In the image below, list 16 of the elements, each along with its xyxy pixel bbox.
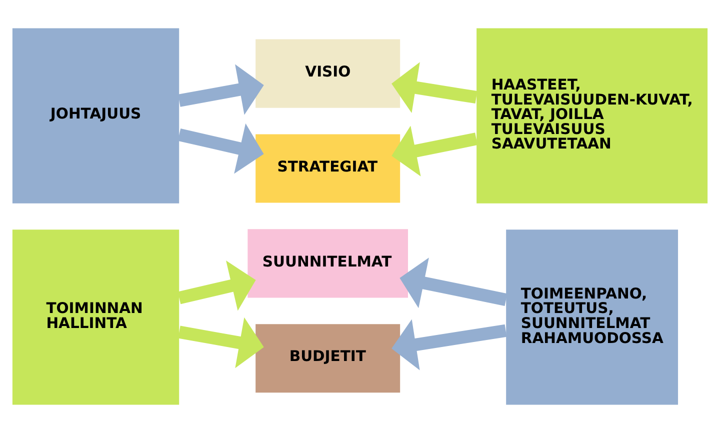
node-box: SUUNNITELMAT xyxy=(248,228,408,298)
node-box: JOHTAJUUS xyxy=(12,28,180,203)
node-box: BUDJETIT xyxy=(256,324,400,392)
node-box: STRATEGIAT xyxy=(256,134,400,202)
arrow xyxy=(392,318,507,370)
arrow xyxy=(392,125,478,176)
arrow xyxy=(392,62,478,113)
arrow xyxy=(400,257,508,308)
arrow xyxy=(178,316,264,368)
arrow xyxy=(178,64,264,114)
arrow xyxy=(178,260,256,310)
node-box: TOIMINNAN HALLINTA xyxy=(12,229,180,404)
node-box: VISIO xyxy=(256,38,400,108)
node-box: HAASTEET, TULEVAISUUDEN-KUVAT, TAVAT, JOILLA TULEVAISUUS SAAVUTETAAN xyxy=(476,28,708,203)
node-box: TOIMEENPANO, TOTEUTUS, SUUNNITELMAT RAHAMUODOSSA xyxy=(506,229,678,404)
arrow xyxy=(178,122,264,174)
